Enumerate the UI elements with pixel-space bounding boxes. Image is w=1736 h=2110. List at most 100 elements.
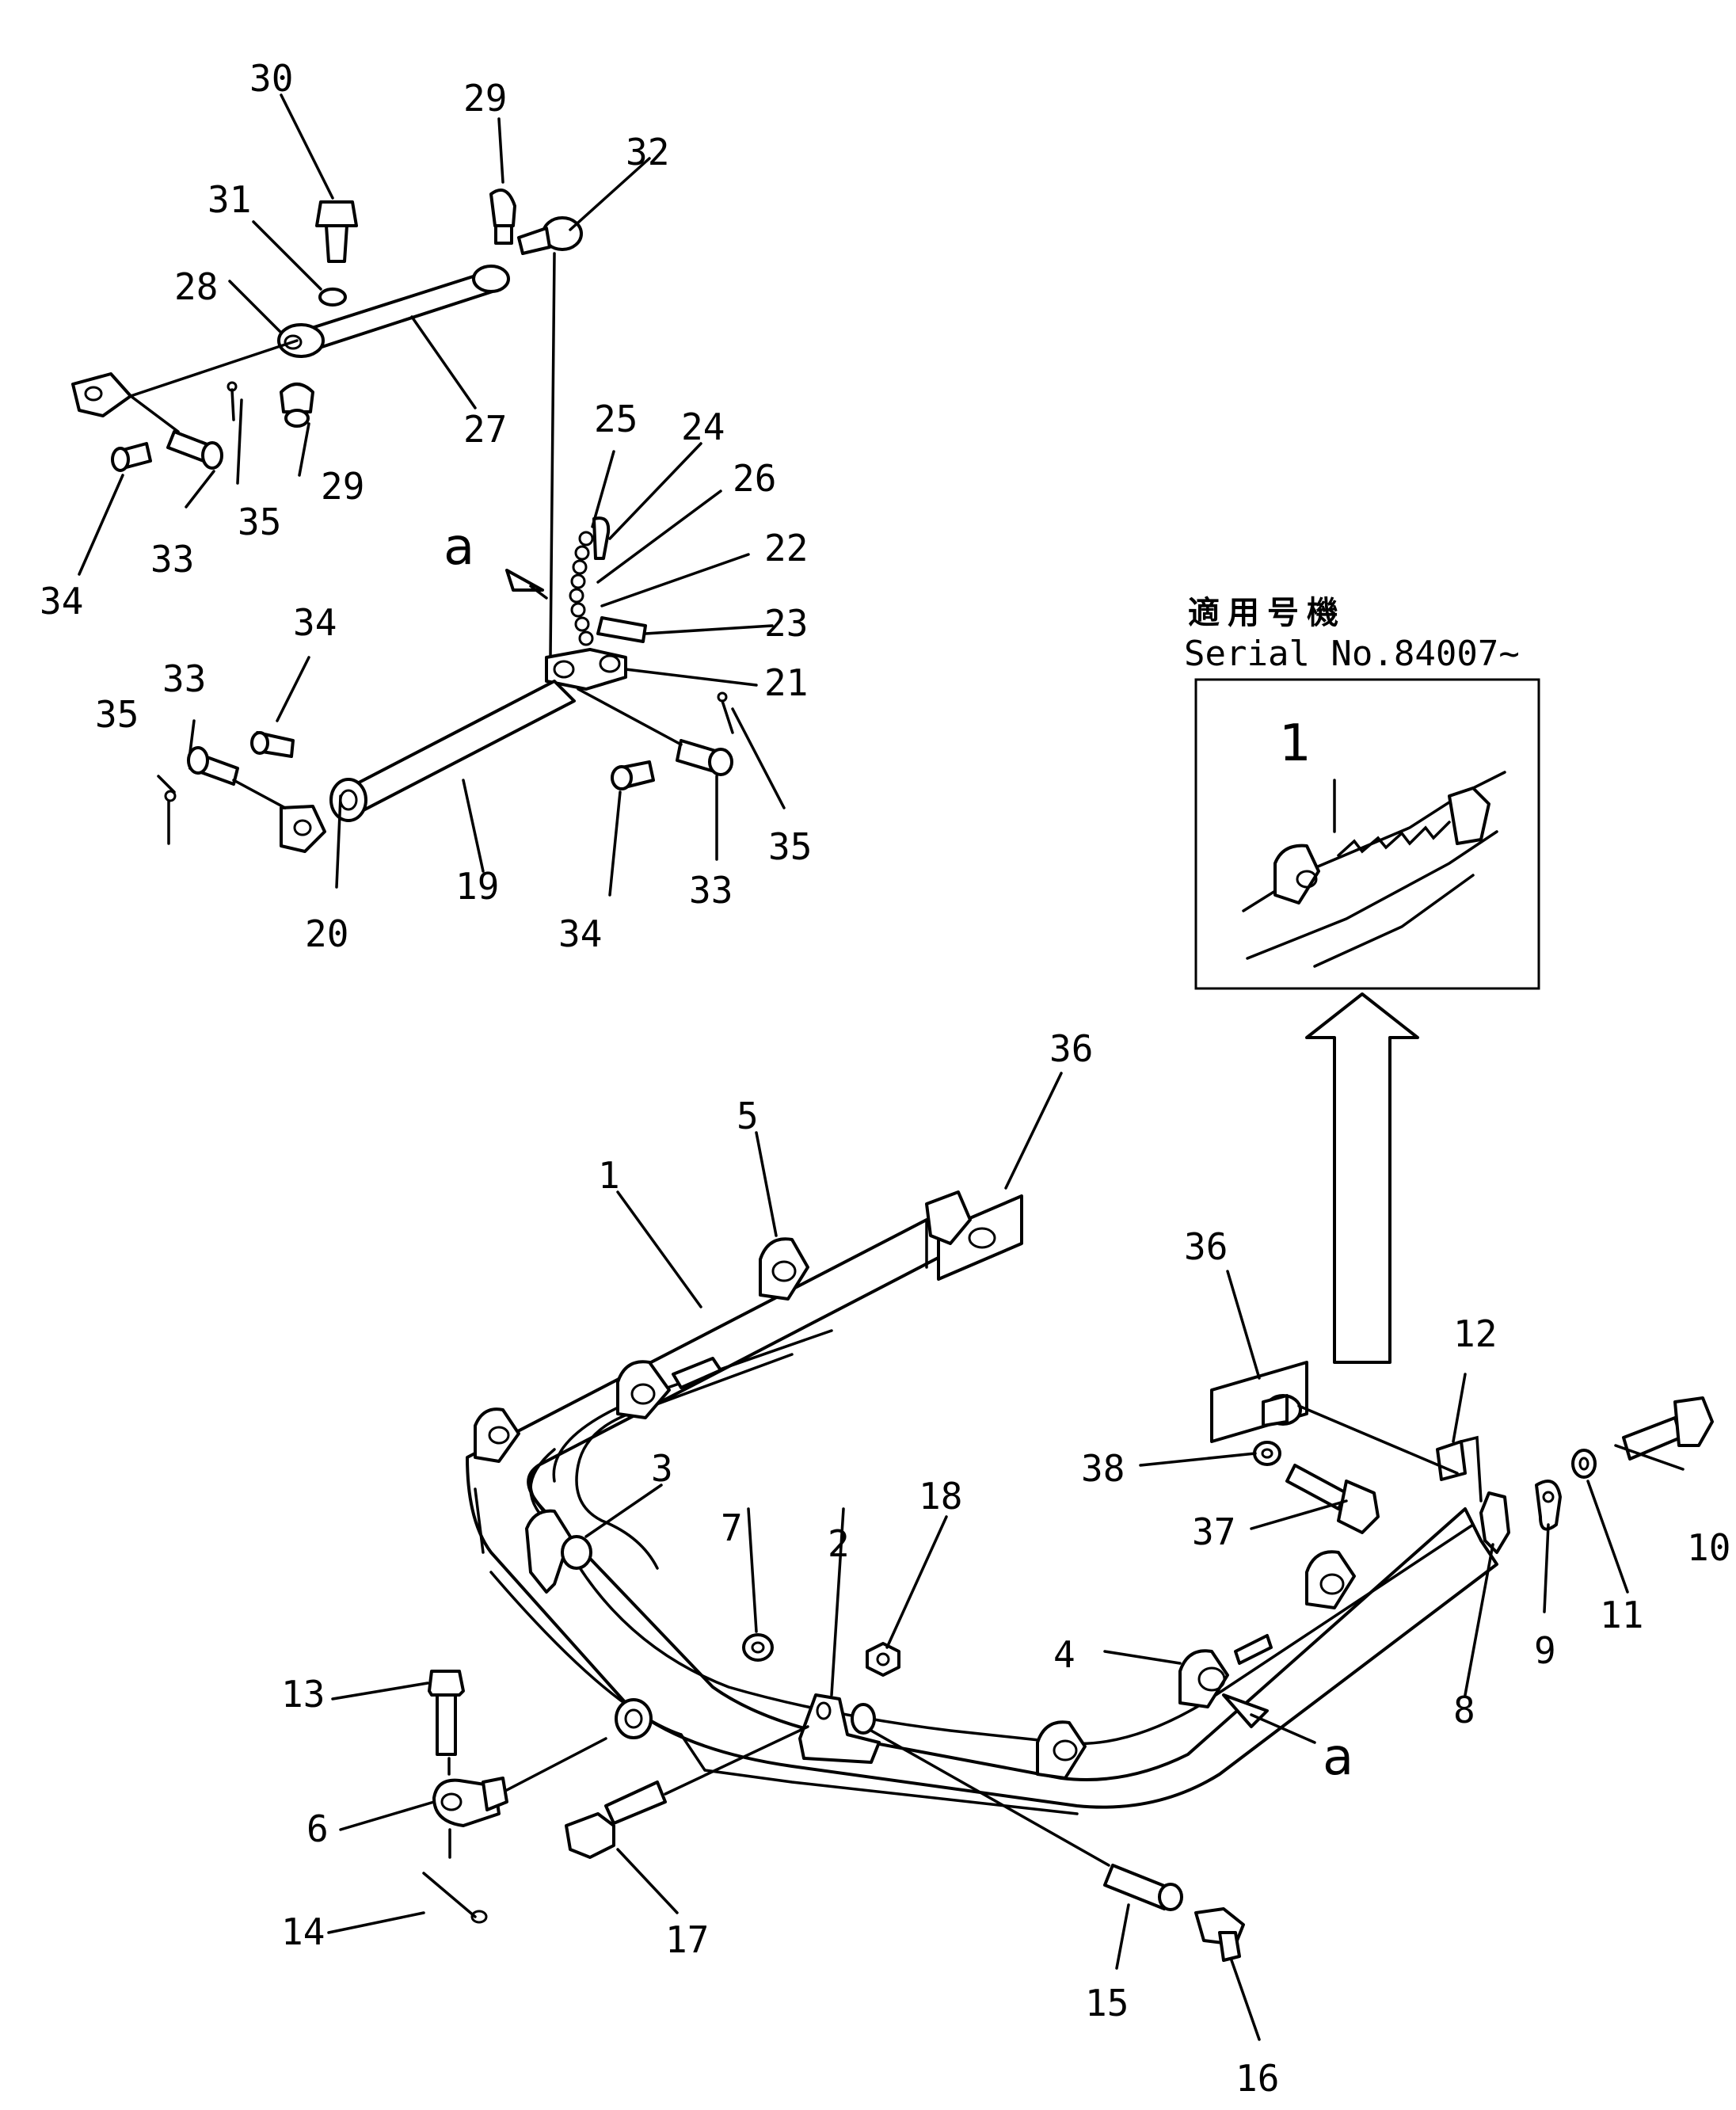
inset-panel — [1194, 678, 1540, 990]
spacer-12 — [1436, 1440, 1467, 1481]
callout-9: 9 — [1534, 1629, 1556, 1672]
link-23 — [596, 616, 647, 643]
inset-serial: Serial No.84007~ — [1184, 634, 1520, 674]
callout-33-lower: 33 — [689, 869, 733, 912]
washer-11 — [1571, 1449, 1597, 1479]
callout-36-right: 36 — [1184, 1225, 1228, 1268]
bracket-21 — [545, 648, 627, 691]
callout-29-lower: 29 — [321, 465, 364, 508]
nut-18 — [866, 1642, 900, 1677]
view-arrow-inset — [1305, 992, 1419, 1364]
callout-7: 7 — [721, 1506, 743, 1549]
plate-36-right — [1210, 1361, 1308, 1443]
rod-27-end — [472, 265, 510, 293]
callout-24: 24 — [681, 406, 725, 448]
callout-33-mid: 33 — [162, 657, 206, 700]
callout-18: 18 — [919, 1475, 962, 1518]
leaders-upper — [78, 93, 786, 897]
callout-26: 26 — [733, 457, 776, 500]
grease-nipple-29-lower — [280, 383, 314, 413]
ratchet-piece — [672, 1357, 722, 1389]
bolt-13 — [428, 1670, 465, 1697]
callout-33-upper: 33 — [150, 538, 194, 581]
plate-36-top — [937, 1194, 1023, 1281]
callout-30: 30 — [249, 57, 293, 100]
callout-37: 37 — [1192, 1510, 1235, 1553]
bracket-2 — [798, 1693, 881, 1764]
clevis-lower-left — [280, 805, 326, 853]
roller-bracket-4 — [1178, 1649, 1229, 1708]
main-frame — [422, 1190, 1714, 1962]
callout-3: 3 — [651, 1447, 673, 1490]
clamp-9 — [1535, 1480, 1562, 1531]
bracket-top-right — [925, 1190, 972, 1245]
inset-jp-title: 適用号機 — [1188, 595, 1346, 631]
bolt-10 — [1622, 1416, 1682, 1461]
view-marker-a-top: a — [444, 518, 474, 577]
callout-20: 20 — [305, 912, 348, 955]
callout-29-top: 29 — [463, 77, 507, 120]
callout-11: 11 — [1600, 1594, 1643, 1636]
callout-22: 22 — [764, 527, 808, 569]
roller-bracket-left — [474, 1407, 520, 1463]
snap-24 — [592, 516, 611, 560]
callout-17: 17 — [665, 1918, 709, 1961]
inset-part-label: 1 — [1279, 714, 1312, 773]
callout-28: 28 — [174, 265, 218, 308]
callout-21: 21 — [764, 661, 808, 704]
leaders-lower — [327, 1072, 1685, 2041]
callout-35-right: 35 — [768, 825, 812, 868]
chain-25 — [569, 531, 594, 646]
roller-bracket-3 — [525, 1509, 572, 1594]
callout-27: 27 — [463, 408, 507, 451]
washer-7 — [742, 1633, 774, 1662]
callout-38: 38 — [1081, 1447, 1125, 1490]
roller-bracket-upper-1 — [759, 1237, 809, 1301]
washer-31 — [318, 288, 347, 307]
roller-bracket-upper-2 — [616, 1360, 671, 1419]
view-arrow-a-top — [505, 569, 544, 592]
rod-27 — [295, 272, 494, 353]
bolt-37 — [1285, 1464, 1348, 1510]
callout-32: 32 — [626, 131, 669, 173]
callout-10: 10 — [1687, 1526, 1730, 1569]
callout-15: 15 — [1085, 1982, 1129, 2024]
roller-bracket-right-1 — [1305, 1550, 1356, 1609]
callout-1: 1 — [598, 1154, 620, 1197]
callout-5: 5 — [737, 1095, 759, 1137]
callout-36-top: 36 — [1049, 1027, 1093, 1070]
inset-ratchet — [1337, 821, 1451, 857]
callout-34-mid: 34 — [293, 601, 337, 644]
bolt-30 — [315, 200, 358, 227]
callout-34-upper: 34 — [40, 580, 83, 623]
callout-12: 12 — [1453, 1312, 1497, 1355]
inset-bracket — [1273, 844, 1320, 905]
callout-6: 6 — [306, 1807, 329, 1850]
rod-19 — [339, 680, 576, 813]
rod-19-end-20 — [329, 778, 367, 822]
end-bracket-8 — [1479, 1491, 1510, 1554]
callout-19: 19 — [455, 865, 499, 908]
frame-boss — [615, 1698, 653, 1739]
callout-35-left: 35 — [95, 693, 139, 736]
callout-35-upper: 35 — [238, 501, 281, 543]
ratchet-right — [1234, 1634, 1273, 1665]
callout-2: 2 — [828, 1522, 850, 1565]
roller-bracket-low — [1036, 1720, 1087, 1780]
inset-frame — [1194, 678, 1540, 990]
callout-8: 8 — [1453, 1689, 1475, 1731]
callout-31: 31 — [207, 178, 251, 221]
callout-13: 13 — [281, 1673, 325, 1716]
callout-16: 16 — [1235, 2057, 1279, 2100]
bolt-17 — [604, 1781, 667, 1825]
callout-23: 23 — [764, 602, 808, 645]
callout-labels: 30 29 32 31 28 27 25 24 26 29 35 33 34 2… — [40, 57, 1730, 2100]
callout-25: 25 — [594, 398, 638, 440]
linkage-assembly — [71, 189, 734, 853]
view-marker-a-bottom: a — [1323, 1728, 1353, 1787]
inset-end-bracket — [1448, 786, 1490, 845]
washer-38 — [1253, 1441, 1281, 1466]
callout-14: 14 — [281, 1910, 325, 1953]
grease-nipple-29-top — [489, 189, 516, 227]
